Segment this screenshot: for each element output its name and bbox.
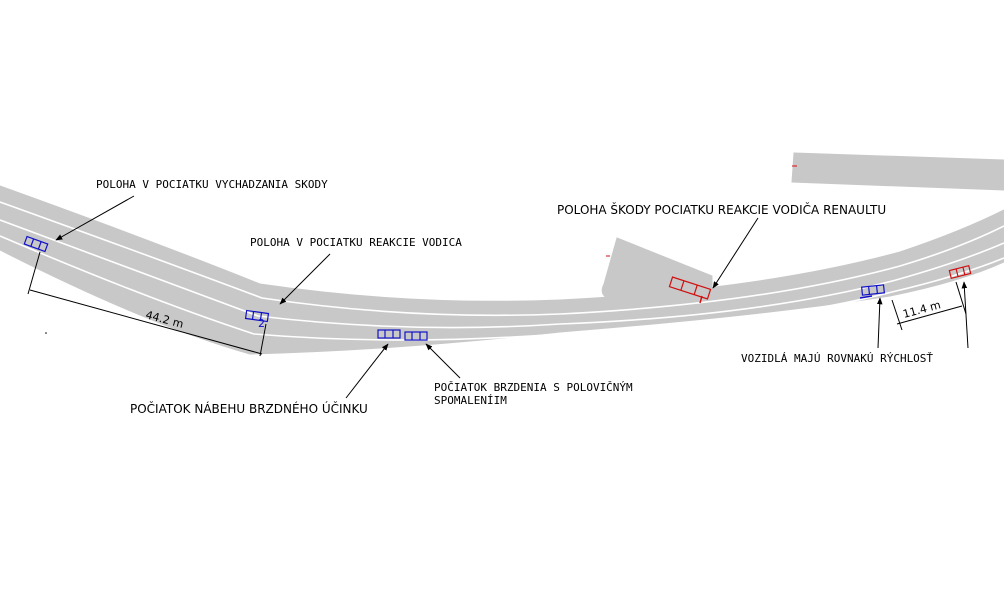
dim-44-ext-left <box>27 251 41 295</box>
label-brake-onset: POČIATOK NÁBEHU BRZDNÉHO ÚČINKU <box>130 401 368 416</box>
leader-brake-onset <box>345 343 389 399</box>
reaction-car-number: 2 <box>258 317 265 330</box>
renault-impact-mark <box>699 295 703 304</box>
label-half-decel-line2: SPOMALENÍIM <box>434 394 507 407</box>
stray-dot <box>45 332 47 334</box>
dim-44-line <box>29 289 263 355</box>
dim-11-ext-left <box>891 299 903 331</box>
leader-equal-speed-renault <box>961 281 969 349</box>
lane-line-middle <box>0 219 1004 329</box>
label-half-decel-line1: POČIATOK BRZDENIA S POLOVIČNÝM <box>434 381 633 394</box>
label-renault-reaction: POLOHA ŠKODY POCIATKU REAKCIE VODIČA REN… <box>557 202 886 217</box>
label-skid-start: POLOHA V POCIATKU VYCHADZANIA SKODY <box>96 178 328 191</box>
dim-11-line <box>896 305 963 325</box>
skoda-car-reaction-start <box>244 309 270 323</box>
lane-line-upper <box>0 201 1004 317</box>
leader-equal-speed-skoda <box>876 297 883 349</box>
label-equal-speed: VOZIDLÁ MAJÚ ROVNAKÚ RÝCHLOSŤ <box>741 352 933 365</box>
leader-half-decel <box>425 343 461 379</box>
skoda-car-equal-speed <box>860 284 886 296</box>
skoda-car-skid-start <box>23 235 49 253</box>
leader-renault-reaction <box>712 217 759 289</box>
renault-car-impact <box>668 276 712 300</box>
dim-44-ext-right <box>259 323 267 357</box>
skoda-car-brake-onset <box>377 329 401 339</box>
label-reaction-start: POLOHA V POCIATKU REAKCIE VODICA <box>250 236 462 249</box>
leader-reaction-start <box>279 253 331 305</box>
side-road-top-right <box>791 152 1004 191</box>
dim-11-ext-right <box>955 281 967 315</box>
skoda-car-half-decel <box>404 331 428 341</box>
lane-line-lower <box>0 235 1004 341</box>
leader-skid-start <box>55 195 135 241</box>
renault-car-equal-speed <box>948 264 972 280</box>
skoda-equal-speed-underline <box>859 295 873 299</box>
main-road <box>0 185 1004 355</box>
